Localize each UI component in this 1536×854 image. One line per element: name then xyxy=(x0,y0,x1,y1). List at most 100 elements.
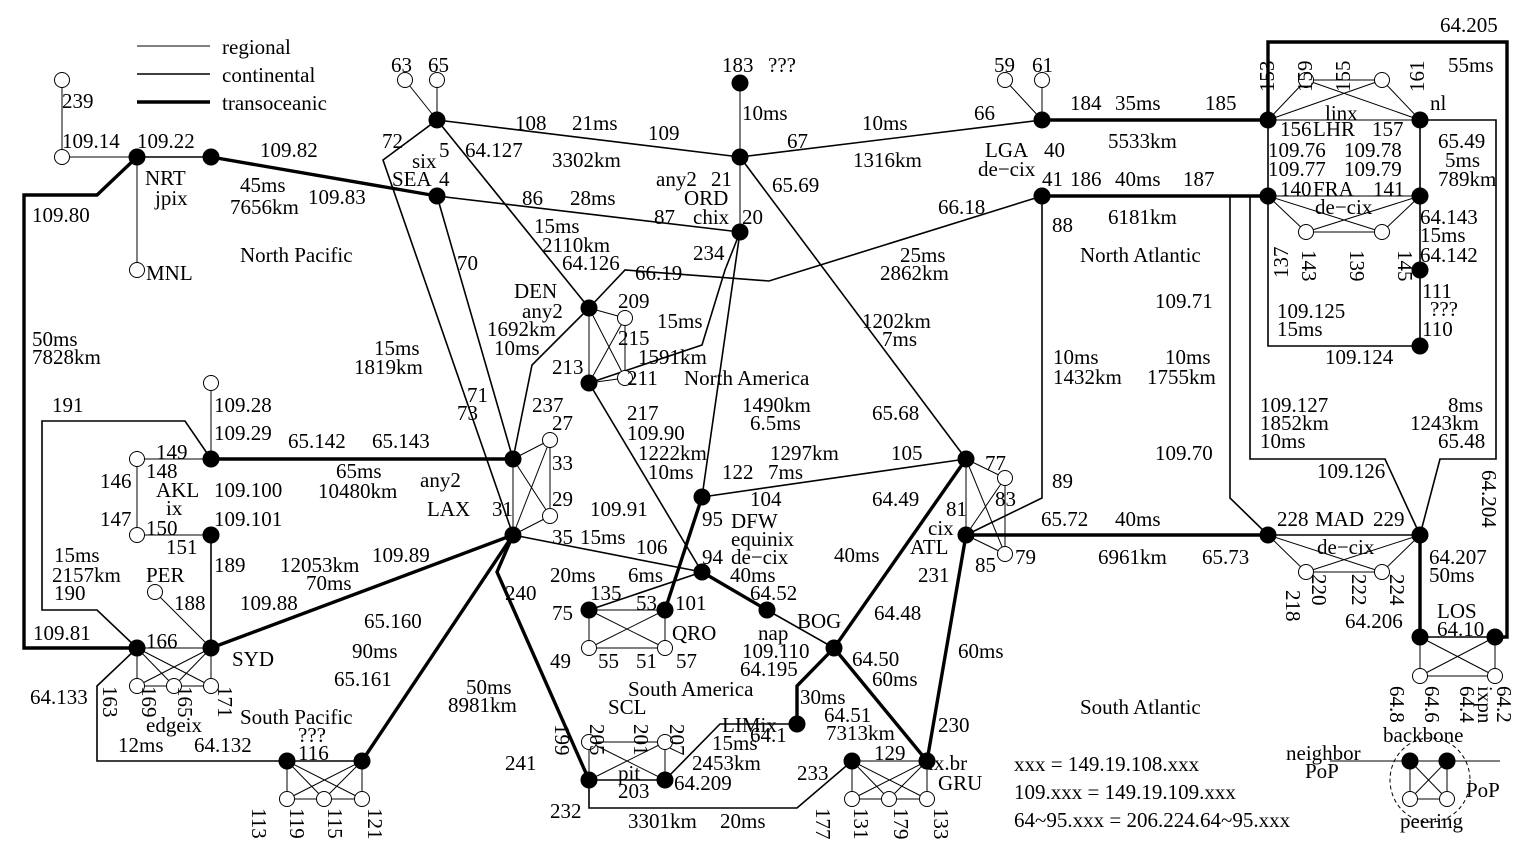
label-l189: 189 xyxy=(214,553,246,577)
label-any2-c: any2 xyxy=(420,468,461,492)
label-l64-6: 64.6 xyxy=(1420,686,1444,723)
label-l155: 155 xyxy=(1331,61,1355,93)
router-node-fra140 xyxy=(1259,187,1277,205)
label-l65-142: 65.142 xyxy=(288,429,346,453)
label-l15ms-g: 15ms xyxy=(712,731,758,755)
label-l111: 111 xyxy=(1422,279,1452,303)
label-l65-143: 65.143 xyxy=(372,429,430,453)
fra-110-link-2 xyxy=(1267,196,1420,347)
label-l109-80: 109.80 xyxy=(32,203,90,227)
label-l218: 218 xyxy=(1281,590,1305,622)
den-any2-link xyxy=(588,317,626,384)
label-l2157: 2157km xyxy=(52,563,121,587)
label-l153: 153 xyxy=(1255,61,1279,93)
label-l31: 31 xyxy=(492,497,513,521)
decix-mad-peering-link xyxy=(1267,534,1383,573)
neighbor-node xyxy=(881,791,897,807)
neighbor-node xyxy=(1374,72,1390,88)
label-l8ms: 8ms xyxy=(1448,393,1483,417)
label-l222: 222 xyxy=(1347,574,1371,606)
neighbor-node xyxy=(1298,564,1314,580)
label-scl: SCL xyxy=(608,695,647,719)
label-atl: ATL xyxy=(910,535,949,559)
label-l49: 49 xyxy=(550,649,571,673)
label-l10ms-b: 10ms xyxy=(862,111,908,135)
label-l157: 157 xyxy=(1372,117,1404,141)
router-node-los8 xyxy=(1486,628,1504,646)
label-l109-100: 109.100 xyxy=(214,478,282,502)
label-lax: LAX xyxy=(427,497,470,521)
label-l143: 143 xyxy=(1297,250,1321,282)
label-six: six xyxy=(412,149,437,173)
region-south-pacific: South Pacific xyxy=(240,705,353,729)
label-l7656: 7656km xyxy=(230,195,299,219)
label-l150: 150 xyxy=(146,516,178,540)
router-node-lhr153 xyxy=(1259,111,1277,129)
label-l183: 183 xyxy=(722,53,754,77)
label-l40ms-b: 40ms xyxy=(1115,507,1161,531)
sea-ord-link-2 xyxy=(436,195,741,233)
label-l64-133: 64.133 xyxy=(30,685,88,709)
label-den: DEN xyxy=(514,279,557,303)
label-l109-22: 109.22 xyxy=(137,129,195,153)
neighbor-node xyxy=(279,791,295,807)
neighbor-node xyxy=(1439,791,1455,807)
diagram-nodes xyxy=(54,72,1504,807)
router-node-fra141 xyxy=(1411,187,1429,205)
label-l213: 213 xyxy=(552,355,584,379)
qro-peering-link xyxy=(588,609,666,649)
label-l239: 239 xyxy=(62,89,94,113)
label-limix: LIMix xyxy=(722,713,777,737)
linx-peering-link xyxy=(1267,79,1383,121)
label-l57: 57 xyxy=(676,649,697,673)
label-qro: QRO xyxy=(672,621,716,645)
label-l64-126: 64.126 xyxy=(562,251,620,275)
edgeix-peering-link xyxy=(136,647,175,687)
fra-mad-link xyxy=(1229,195,1269,536)
key-backbone: backbone xyxy=(1383,723,1463,747)
label-l789: 789km xyxy=(1438,167,1496,191)
decix-fra-peering-link xyxy=(1267,195,1383,233)
router-node-lga40 xyxy=(1033,111,1051,129)
decix-fra-peering-link xyxy=(1305,195,1421,233)
akl-syd-link xyxy=(41,420,212,649)
ixpn-peering-link xyxy=(1419,636,1496,677)
label-mnl: MNL xyxy=(146,261,193,285)
label-l1432: 1432km xyxy=(1053,365,1122,389)
label-l2862: 2862km xyxy=(880,261,949,285)
label-los: LOS xyxy=(1437,599,1477,623)
label-l109-77: 109.77 xyxy=(1268,157,1326,181)
router-node-mad228 xyxy=(1259,526,1277,544)
label-l156: 156 xyxy=(1280,117,1312,141)
label-l186: 186 xyxy=(1070,167,1102,191)
router-node-ord21 xyxy=(731,148,749,166)
label-l64-205: 64.205 xyxy=(1440,13,1498,37)
label-l85: 85 xyxy=(975,553,996,577)
label-l190: 190 xyxy=(54,581,86,605)
neighbor-node xyxy=(997,72,1013,88)
key-peering: peering xyxy=(1400,809,1463,833)
router-node-atl81 xyxy=(957,526,975,544)
label-l64-143: 64.143 xyxy=(1420,205,1478,229)
neighbor-node xyxy=(1298,72,1314,88)
label-l183q: ??? xyxy=(768,53,796,77)
router-node-scl203 xyxy=(656,771,674,789)
label-l10480: 10480km xyxy=(318,479,397,503)
label-l104: 104 xyxy=(750,487,782,511)
key-xxx: xxx = 149.19.108.xxx xyxy=(1014,752,1200,776)
router-node-sea5 xyxy=(428,111,446,129)
region-north-pacific: North Pacific xyxy=(240,243,353,267)
key-pop-ellipse xyxy=(1389,737,1471,823)
atl-cix-link xyxy=(965,477,1006,536)
neighbor-node xyxy=(581,734,597,750)
label-lga: LGA xyxy=(985,138,1029,162)
label-sea: SEA xyxy=(392,167,433,191)
lax-scl-transoceanic-link xyxy=(495,534,591,781)
den-dfw-link xyxy=(588,382,703,573)
label-l10ms-f: 10ms xyxy=(648,460,694,484)
label-l109: 109 xyxy=(648,121,680,145)
label-l20ms-b: 20ms xyxy=(720,809,766,833)
neighbor-node xyxy=(997,470,1013,486)
label-l40: 40 xyxy=(1044,138,1065,162)
